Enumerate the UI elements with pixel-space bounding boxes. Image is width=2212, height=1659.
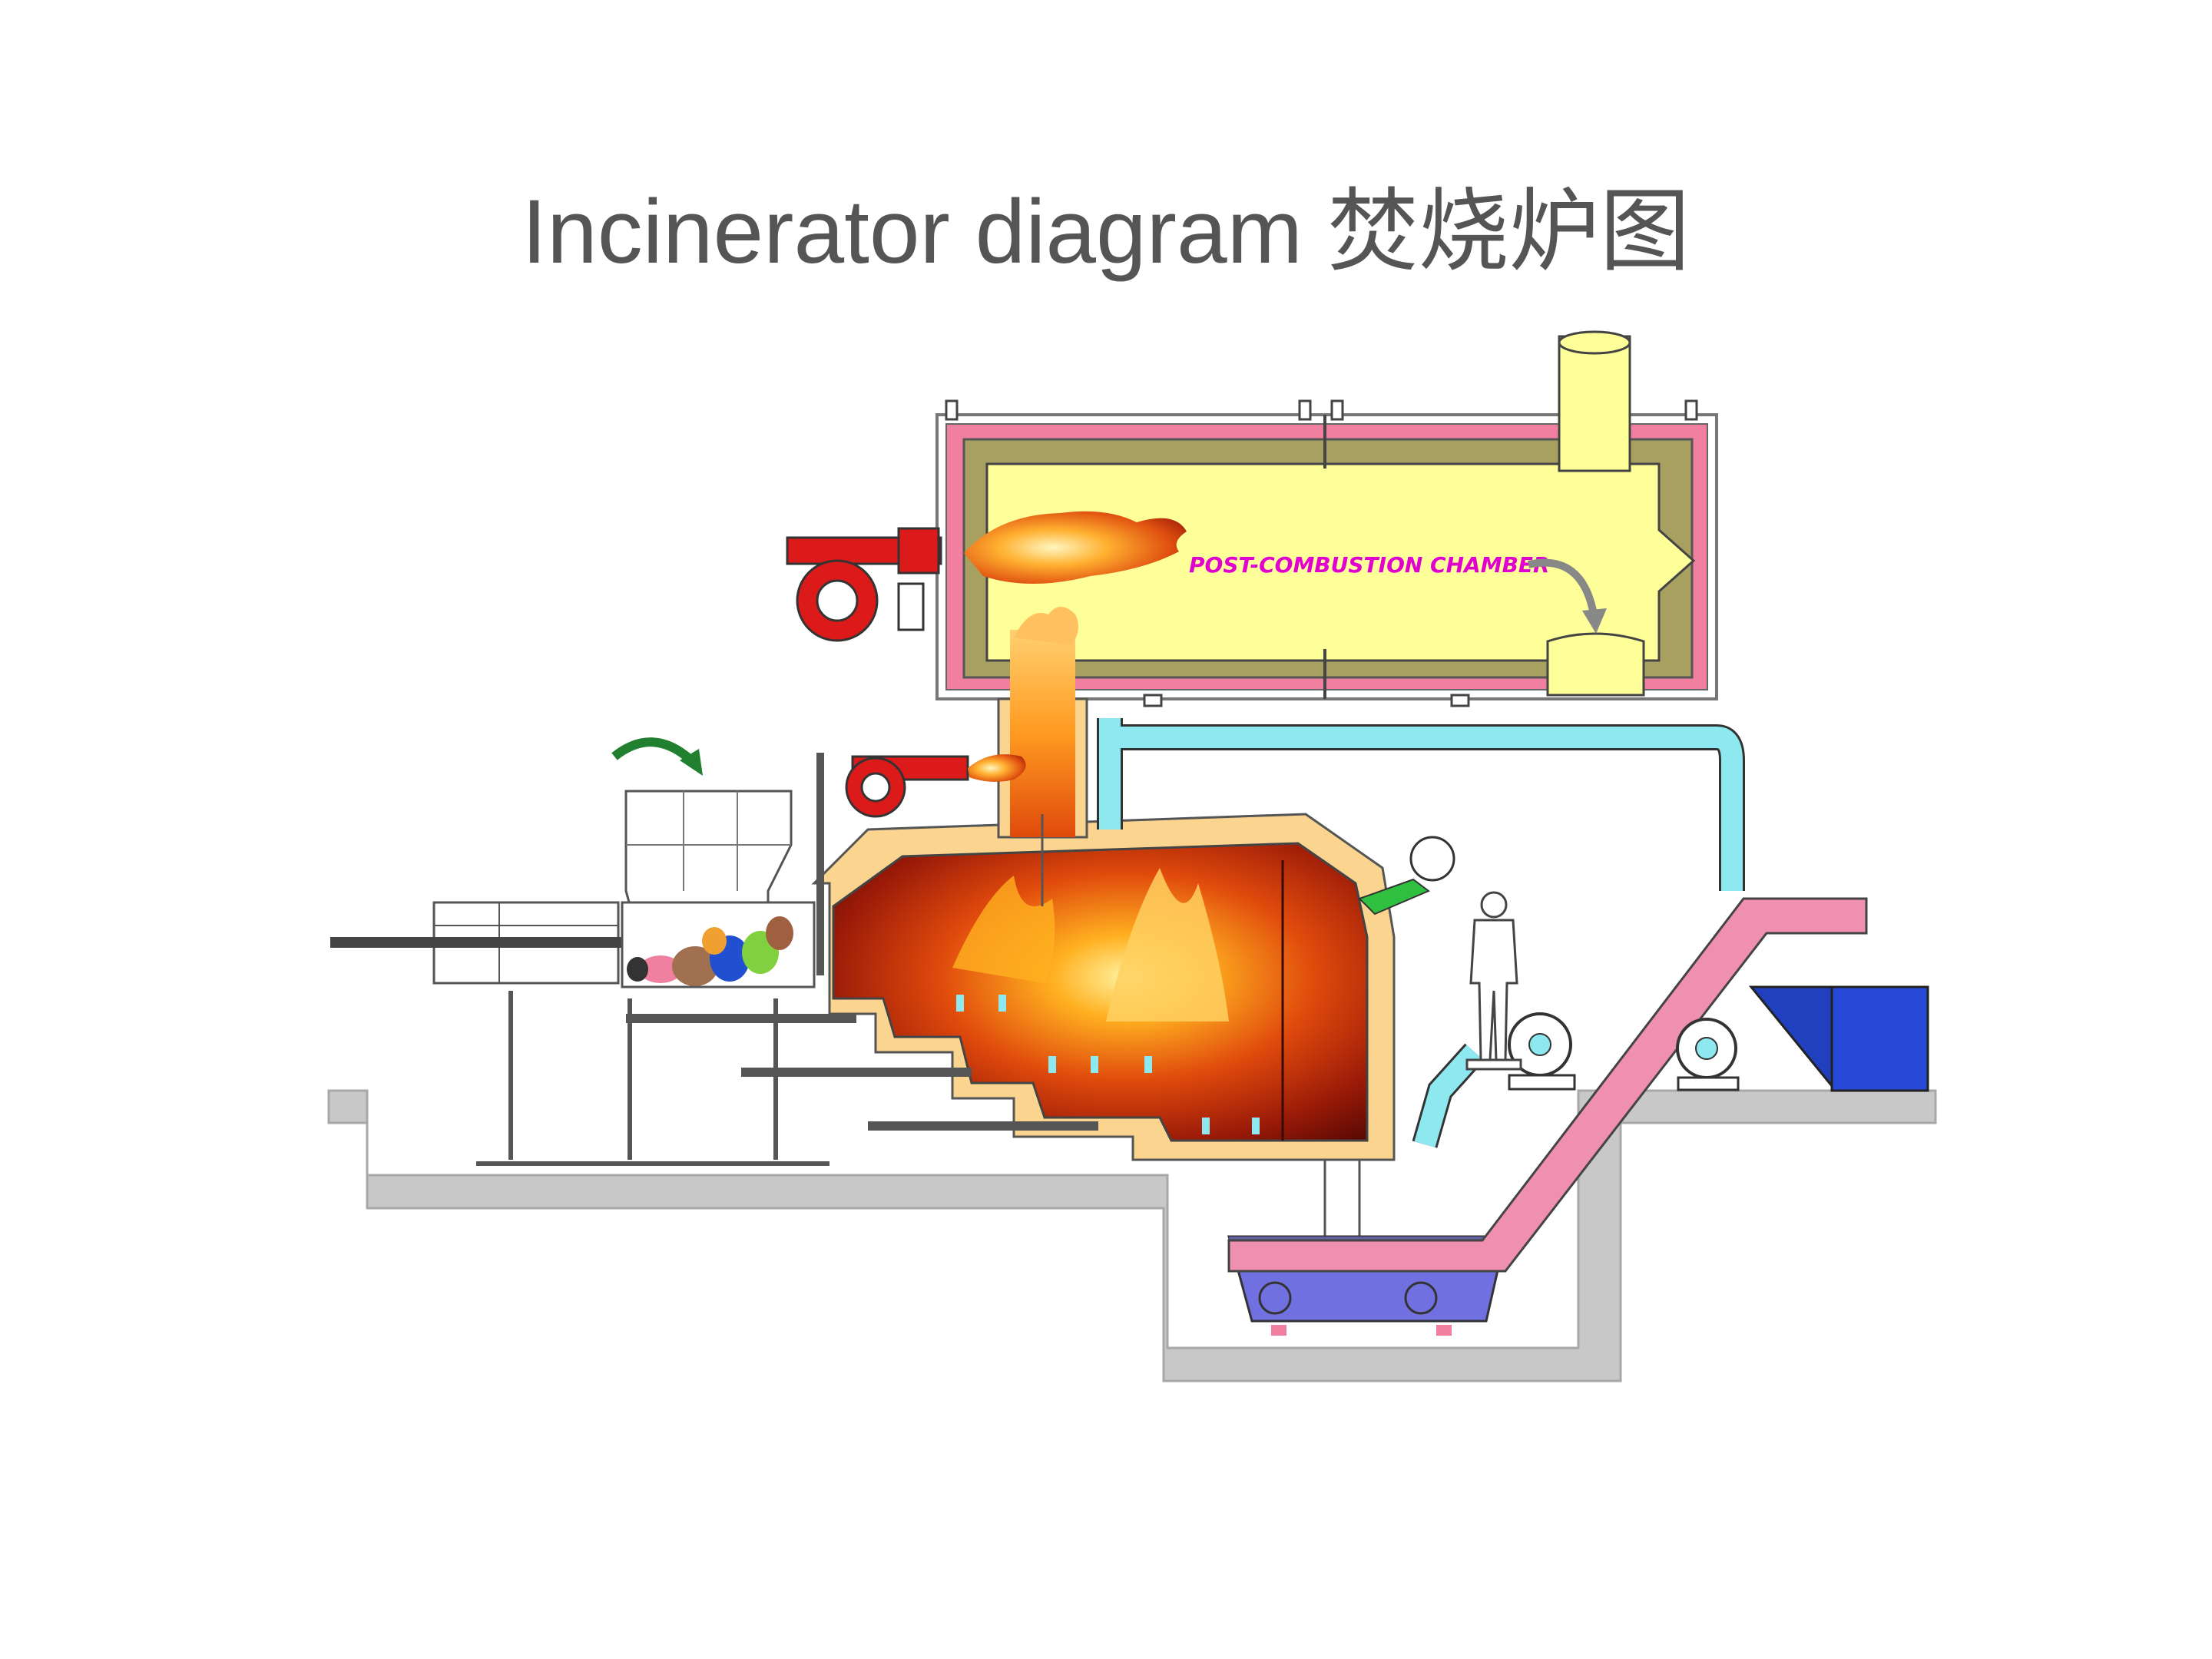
- ash-conveyor: [1227, 897, 1868, 1273]
- primary-air-fan: [1508, 1012, 1576, 1091]
- ash-container: [1748, 985, 1929, 1092]
- worker-icon: [1465, 891, 1522, 1071]
- ground-foundation: [327, 1089, 1937, 1382]
- waste-pile: [627, 916, 793, 986]
- upper-burner: [786, 527, 942, 642]
- fan-icon: [1409, 836, 1455, 882]
- slide-title: Incinerator diagram 焚烧炉图: [522, 181, 1690, 283]
- waste-feeder: [330, 753, 830, 1166]
- ash-fan: [1676, 1018, 1740, 1091]
- lower-burner: [845, 754, 1026, 818]
- main-furnace: [811, 813, 1396, 1161]
- upper-flame: [964, 511, 1187, 584]
- feed-arrow-icon: [611, 737, 695, 764]
- grate-rams: [626, 1014, 1098, 1131]
- flow-arrow-icon: [1527, 558, 1598, 615]
- chamber-label: POST-COMBUSTION CHAMBER: [1189, 552, 1550, 578]
- secondary-air-fan: [1358, 836, 1455, 916]
